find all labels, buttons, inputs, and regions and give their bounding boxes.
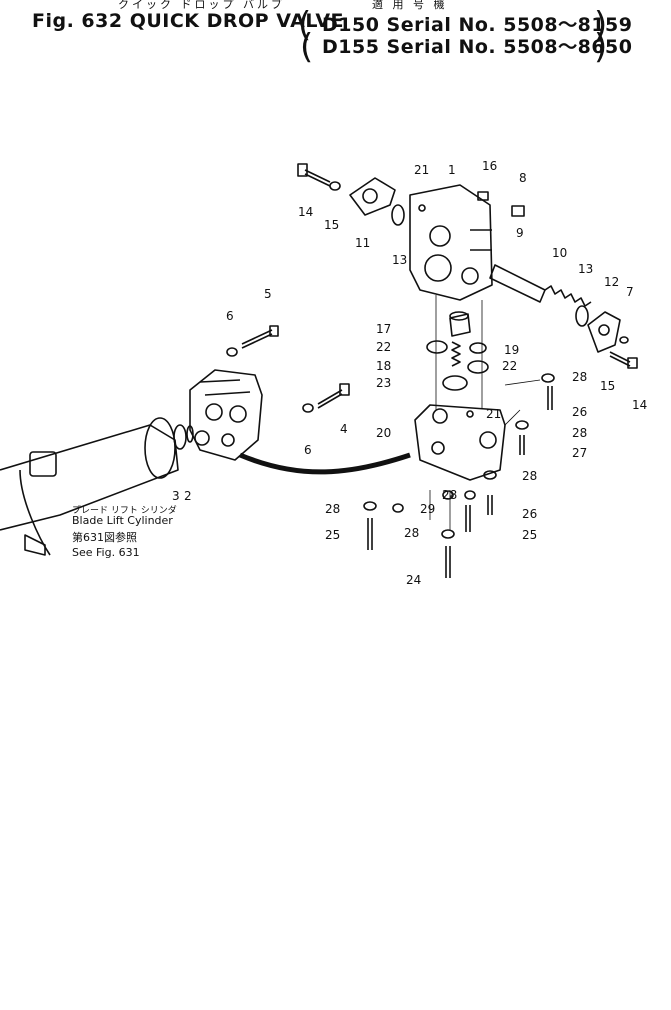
cover-12 — [587, 311, 621, 353]
callout-13-right: 13 — [578, 262, 593, 276]
spool-9 — [489, 264, 546, 303]
callout-28-c: 28 — [522, 469, 537, 483]
callout-7: 7 — [626, 285, 634, 299]
callout-25-left: 25 — [325, 528, 340, 542]
callout-5: 5 — [264, 287, 272, 301]
valve-body-1 — [409, 184, 493, 301]
bolt-4 — [317, 389, 343, 409]
washer-6-top — [226, 347, 238, 357]
callout-26-top: 26 — [572, 405, 587, 419]
callout-1: 1 — [448, 163, 456, 177]
callout-16: 16 — [482, 159, 497, 173]
callout-14-left: 14 — [298, 205, 313, 219]
serial-line-1: D150 Serial No. 5508～8159 — [322, 14, 633, 36]
callout-22-right: 22 — [502, 359, 517, 373]
callout-8: 8 — [519, 171, 527, 185]
bracket-right-2: ) — [594, 27, 608, 67]
callout-28-d: 28 — [325, 502, 340, 516]
callout-25-right: 25 — [522, 528, 537, 542]
bracket-left: ( — [298, 5, 312, 45]
cover-11 — [349, 177, 396, 216]
callout-26-bottom: 26 — [522, 507, 537, 521]
callout-24: 24 — [406, 573, 421, 587]
bracket-right: ) — [594, 5, 608, 45]
callout-18: 18 — [376, 359, 391, 373]
spring-18 — [451, 341, 461, 367]
bolt-5 — [241, 329, 273, 349]
hose — [239, 452, 411, 475]
spring-10 — [544, 285, 592, 307]
japanese-title: クイック ドロップ バルブ — [118, 0, 285, 11]
callout-21-top: 21 — [414, 163, 429, 177]
callout-6-top: 6 — [226, 309, 234, 323]
cylinder-ref-jp: 第631図参照 — [72, 531, 137, 544]
bracket-left-2: ( — [300, 27, 314, 67]
figure-title: Fig. 632 QUICK DROP VALVE — [32, 10, 345, 32]
callout-28-e: 28 — [442, 488, 457, 502]
callout-4: 4 — [340, 422, 348, 436]
callout-28-a: 28 — [572, 370, 587, 384]
cylinder-label-en: Blade Lift Cylinder — [72, 514, 173, 527]
callout-27: 27 — [572, 446, 587, 460]
callout-labels: 1 2 3 4 5 6 6 7 8 9 10 11 12 13 13 14 14… — [172, 159, 647, 587]
callout-15-left: 15 — [324, 218, 339, 232]
o-ring-3 — [173, 424, 187, 450]
callout-2: 2 — [184, 489, 192, 503]
o-ring-23 — [442, 375, 468, 391]
washer-6 — [302, 403, 314, 413]
callout-20: 20 — [376, 426, 391, 440]
callout-15-right: 15 — [600, 379, 615, 393]
callout-10: 10 — [552, 246, 567, 260]
valve-body-20 — [414, 404, 506, 481]
callout-13-left: 13 — [392, 253, 407, 267]
callout-9: 9 — [516, 226, 524, 240]
japanese-applicable-label: 適 用 号 機 — [372, 0, 448, 11]
callout-29: 29 — [420, 502, 435, 516]
callout-21: 21 — [486, 407, 501, 421]
o-ring-2 — [186, 425, 194, 443]
callout-28-f: 28 — [404, 526, 419, 540]
blade-lift-cylinder — [0, 417, 179, 556]
callout-17: 17 — [376, 322, 391, 336]
callout-14-right: 14 — [632, 398, 647, 412]
callout-19: 19 — [504, 343, 519, 357]
cylinder-ref-en: See Fig. 631 — [72, 546, 140, 559]
callout-3: 3 — [172, 489, 180, 503]
callout-11: 11 — [355, 236, 370, 250]
piston-17 — [449, 313, 471, 337]
callout-6: 6 — [304, 443, 312, 457]
serial-line-2: D155 Serial No. 5508～8650 — [322, 36, 633, 58]
callout-23: 23 — [376, 376, 391, 390]
cylinder-label-jp: ブレード リフト シリンダ — [72, 506, 177, 516]
callout-22-left: 22 — [376, 340, 391, 354]
cylinder-valve-body — [189, 369, 263, 461]
callout-12: 12 — [604, 275, 619, 289]
callout-28-b: 28 — [572, 426, 587, 440]
